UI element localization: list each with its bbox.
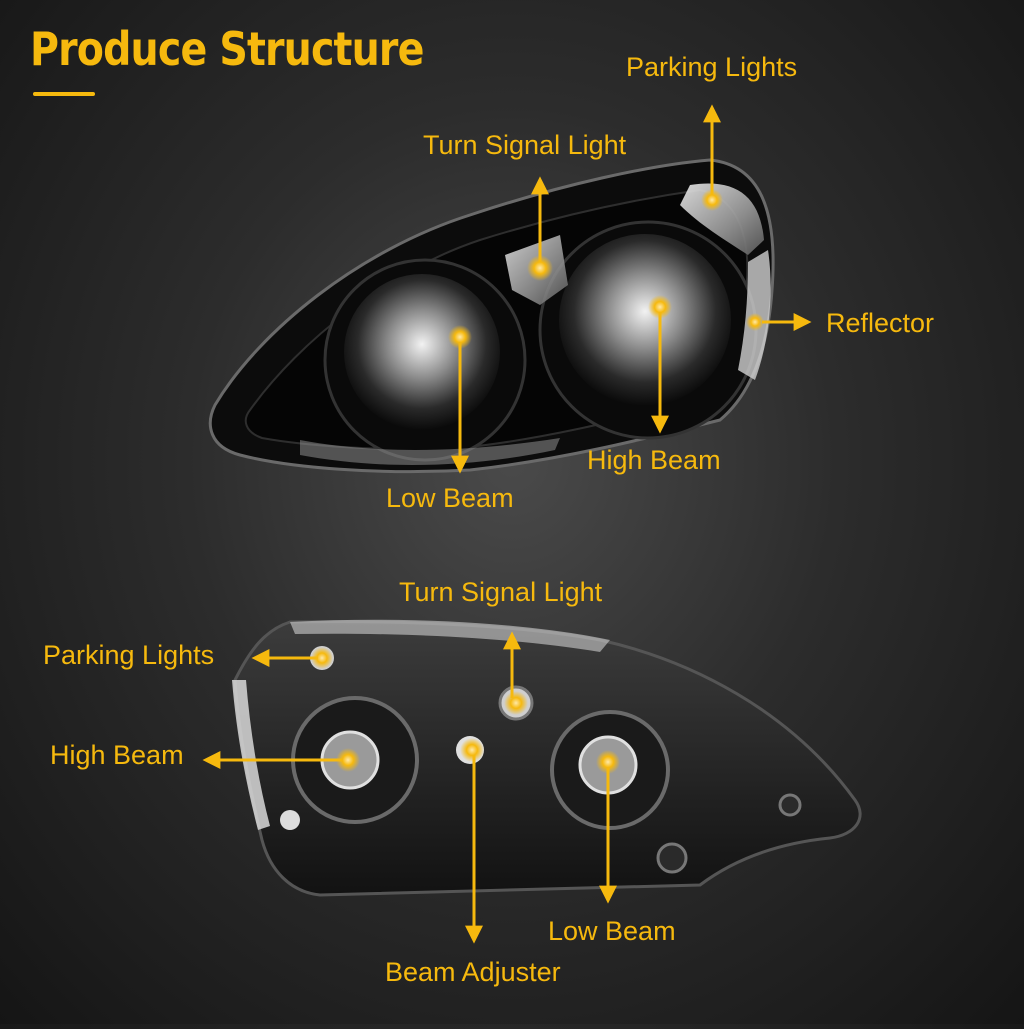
rear-mount-far xyxy=(778,793,802,817)
page-title: Produce Structure xyxy=(30,22,424,76)
rear-clear-lens-edge xyxy=(232,680,270,830)
front-parking-lens xyxy=(680,183,764,255)
rear-high-beam-label: High Beam xyxy=(50,740,184,770)
front-lower-clear-strip xyxy=(300,438,560,466)
front-low-beam-reflector xyxy=(344,274,500,430)
rear-mount-left xyxy=(280,810,300,830)
rear-turn-signal-bulb xyxy=(504,691,528,715)
front-reflector-label: Reflector xyxy=(826,308,935,338)
rear-mount-right xyxy=(656,842,688,874)
rear-low-beam-bulb xyxy=(596,750,620,774)
rear-low-beam-label: Low Beam xyxy=(548,916,676,946)
rear-parking-bulb xyxy=(311,647,333,669)
rear-parking-lights-label: Parking Lights xyxy=(43,640,215,670)
rear-turn-signal-label: Turn Signal Light xyxy=(399,577,603,607)
front-low-beam-bulb xyxy=(448,325,472,349)
front-turn-signal-bulb xyxy=(527,255,553,281)
front-headlight xyxy=(208,158,775,474)
front-low-beam-label: Low Beam xyxy=(386,483,514,513)
front-parking-bulb xyxy=(701,189,723,211)
rear-beam-adjuster-label: Beam Adjuster xyxy=(385,957,561,987)
title-underline xyxy=(33,92,95,96)
rear-beam-adjuster-bulb xyxy=(460,738,484,762)
rear-high-beam-bulb xyxy=(336,748,360,772)
front-parking-lights-label: Parking Lights xyxy=(626,52,798,82)
front-high-beam-bulb xyxy=(648,295,672,319)
front-high-beam-label: High Beam xyxy=(587,445,721,475)
front-high-beam-reflector xyxy=(559,234,731,406)
front-turn-signal-label: Turn Signal Light xyxy=(423,130,627,160)
rear-headlight xyxy=(232,619,862,897)
front-reflector-dot xyxy=(746,313,764,331)
rear-top-lens-edge xyxy=(290,619,610,652)
